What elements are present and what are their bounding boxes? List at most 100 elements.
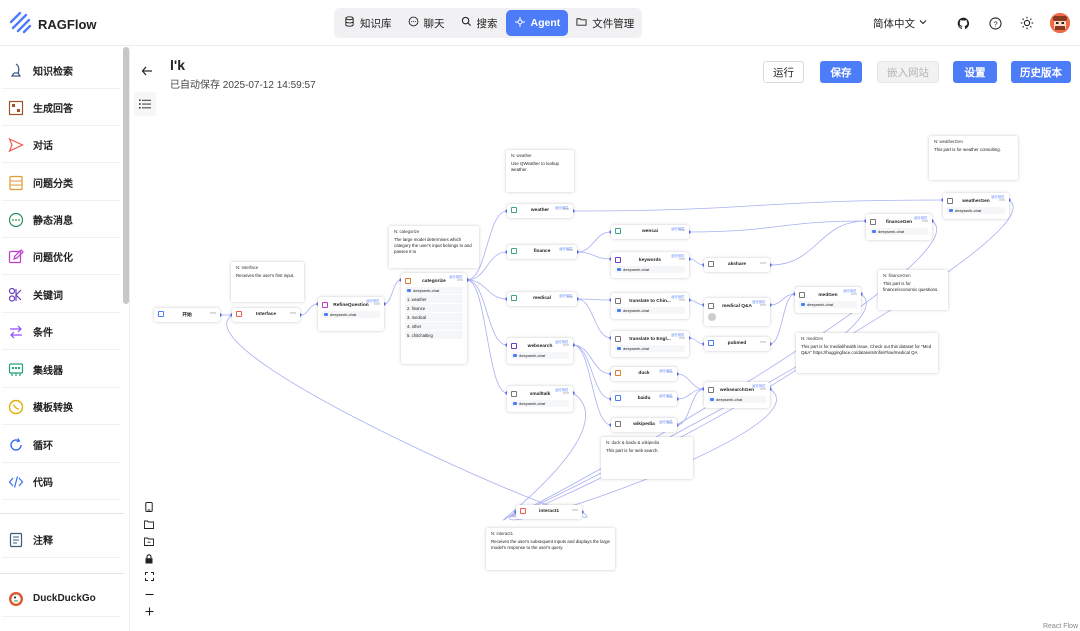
mobile-icon[interactable] xyxy=(138,498,160,516)
sidebar-item-8[interactable]: 条件 xyxy=(2,314,120,350)
node-run-label[interactable]: 运行测试 xyxy=(659,420,672,424)
more-icon[interactable]: ⋯ xyxy=(210,311,216,317)
sidebar-item-3[interactable]: 对话 xyxy=(2,127,120,163)
edge[interactable] xyxy=(576,298,612,301)
help-icon[interactable]: ? xyxy=(984,12,1006,34)
edge[interactable] xyxy=(576,231,612,253)
edge[interactable] xyxy=(676,388,705,426)
more-icon[interactable]: ⋯ xyxy=(567,295,573,301)
settings-button[interactable]: 设置 xyxy=(953,61,997,83)
node-pubmed[interactable]: pubmed⋯ xyxy=(704,337,770,351)
node-run-label[interactable]: 运行测试 xyxy=(671,333,684,337)
node-run-label[interactable]: 运行测试 xyxy=(366,299,379,303)
theme-sun-icon[interactable] xyxy=(1016,12,1038,34)
edge[interactable] xyxy=(299,303,319,316)
node-run-label[interactable]: 运行测试 xyxy=(659,394,672,398)
sidebar-item-10[interactable]: 模板转换 xyxy=(2,389,120,425)
language-select[interactable]: 简体中文 xyxy=(873,16,928,31)
more-icon[interactable]: ⋯ xyxy=(374,302,380,308)
more-icon[interactable]: ⋯ xyxy=(290,311,296,317)
edge[interactable] xyxy=(688,220,867,233)
more-icon[interactable]: ⋯ xyxy=(572,508,578,514)
node-run-label[interactable]: 运行测试 xyxy=(555,340,568,344)
embed-button[interactable]: 嵌入网站 xyxy=(877,61,939,83)
node-model[interactable]: deepseek-chat xyxy=(799,301,857,308)
edge[interactable] xyxy=(466,251,508,281)
node-run-label[interactable]: 运行测试 xyxy=(559,294,572,298)
nav-tab-chat[interactable]: 聊天 xyxy=(400,10,453,36)
edge[interactable] xyxy=(576,298,612,339)
node-run-label[interactable]: 运行测试 xyxy=(843,289,856,293)
node-run-label[interactable]: 运行测试 xyxy=(914,216,927,220)
sidebar-item-6[interactable]: 问题优化 xyxy=(2,239,120,275)
node-model[interactable]: deepseek-chat xyxy=(511,352,569,359)
category-item[interactable]: 3. medical xyxy=(405,313,463,321)
folder-open-icon[interactable] xyxy=(138,516,160,534)
node-akshare[interactable]: akshare⋯ xyxy=(704,258,770,272)
category-item[interactable]: 1. weather xyxy=(405,295,463,303)
node-run-label[interactable]: 运行测试 xyxy=(449,275,462,279)
run-button[interactable]: 运行 xyxy=(763,61,804,83)
edge[interactable] xyxy=(676,373,705,390)
more-icon[interactable]: ⋯ xyxy=(999,198,1005,204)
edge[interactable] xyxy=(572,199,944,212)
edge[interactable] xyxy=(509,388,777,521)
more-icon[interactable]: ⋯ xyxy=(567,248,573,254)
node-interact[interactable]: interact1⋯ xyxy=(516,505,582,519)
sidebar-item-11[interactable]: 循环 xyxy=(2,427,120,463)
edge[interactable] xyxy=(576,251,612,260)
more-icon[interactable]: ⋯ xyxy=(679,298,685,304)
zoom-out-icon[interactable] xyxy=(138,586,160,604)
node-run-label[interactable]: 运行测试 xyxy=(671,295,684,299)
sidebar-item-5[interactable]: 静态消息 xyxy=(2,202,120,238)
category-item[interactable]: 4. other xyxy=(405,322,463,330)
lock-icon[interactable] xyxy=(138,551,160,569)
node-run-label[interactable]: 运行测试 xyxy=(559,247,572,251)
edge[interactable] xyxy=(769,293,796,345)
nav-tab-knowledge[interactable]: 知识库 xyxy=(336,10,400,36)
edge[interactable] xyxy=(769,293,796,306)
node-interface[interactable]: Interface⋯ xyxy=(232,308,300,322)
more-icon[interactable]: ⋯ xyxy=(667,421,673,427)
sidebar-scrollbar[interactable] xyxy=(123,47,129,304)
more-icon[interactable]: ⋯ xyxy=(679,336,685,342)
fit-view-icon[interactable] xyxy=(138,568,160,586)
category-item[interactable]: 5. chitchatting xyxy=(405,331,463,339)
node-run-label[interactable]: 运行测试 xyxy=(659,369,672,373)
sidebar-item-13[interactable]: 注释 xyxy=(2,522,120,558)
more-icon[interactable]: ⋯ xyxy=(667,395,673,401)
edge[interactable] xyxy=(688,299,705,306)
logo[interactable]: RAGFlow xyxy=(8,10,97,39)
edge[interactable] xyxy=(572,344,612,375)
edge[interactable] xyxy=(688,258,705,266)
sidebar-item-7[interactable]: 关键词 xyxy=(2,277,120,313)
category-item[interactable]: 2. finance xyxy=(405,304,463,312)
node-list-icon[interactable] xyxy=(134,92,156,116)
node-model[interactable]: deepseek-chat xyxy=(615,266,685,273)
node-run-label[interactable]: 运行测试 xyxy=(555,206,568,210)
sidebar-item-4[interactable]: 问题分类 xyxy=(2,165,120,201)
zoom-in-icon[interactable] xyxy=(138,603,160,621)
node-model[interactable]: deepseek-chat xyxy=(322,311,380,318)
